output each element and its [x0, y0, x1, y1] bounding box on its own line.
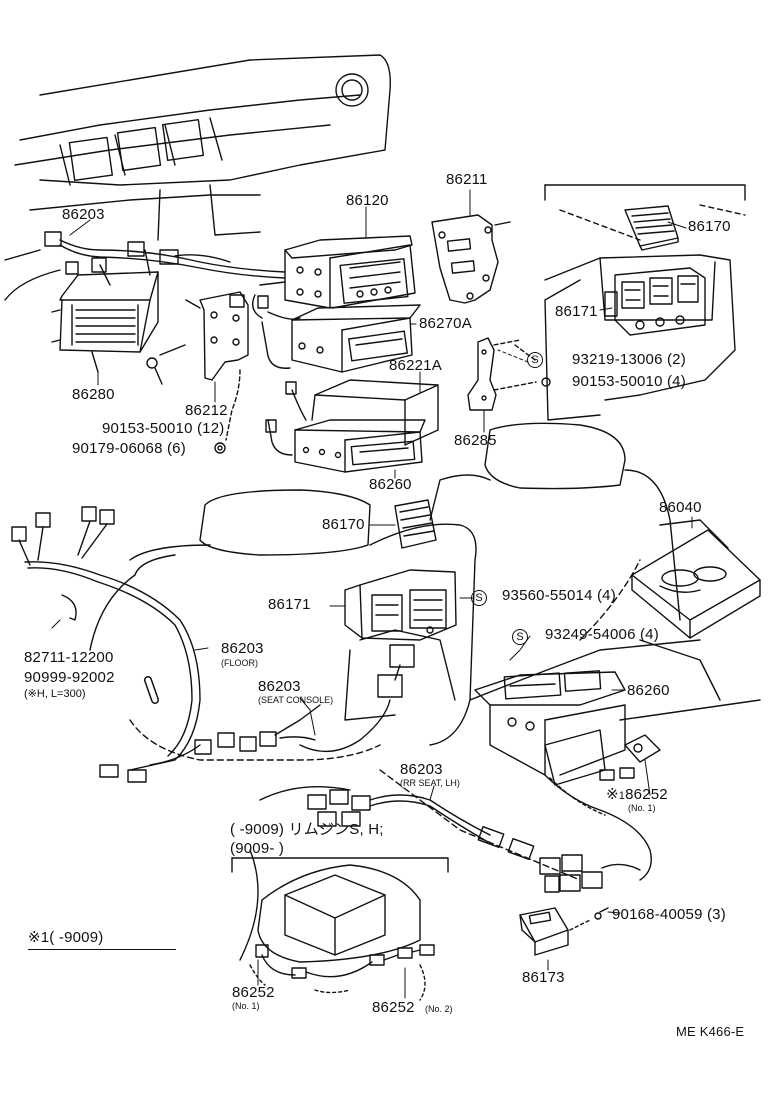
bracket-86285: [468, 338, 550, 410]
label-90999-92002: 90999-92002: [24, 669, 115, 686]
label-86221A: 86221A: [389, 357, 442, 374]
note-rr-seat: (RR SEAT, LH): [400, 778, 460, 788]
screw-90153-12: [147, 345, 185, 384]
s-symbol-93219: S: [527, 352, 543, 368]
vent-86170-top: [625, 206, 678, 250]
harness-86203-top: [45, 232, 285, 285]
cassette-86270A: [262, 305, 420, 372]
label-86203-floor: 86203: [221, 640, 264, 657]
label-93560-55014: 93560-55014 (4): [502, 587, 616, 604]
label-86173: 86173: [522, 969, 565, 986]
harness-86203-console: [195, 705, 320, 754]
note-h-length: (※H, L=300): [24, 688, 86, 700]
label-86212: 86212: [185, 402, 228, 419]
label-90153-50010-4: 90153-50010 (4): [572, 373, 686, 390]
seat-outline: [90, 423, 760, 960]
label-86170-top: 86170: [688, 218, 731, 235]
label-86252-no1-bottom: 86252: [232, 984, 275, 1001]
s-symbol-93249: S: [512, 629, 528, 645]
label-86203-console: 86203: [258, 678, 301, 695]
control-panel-86171-mid: [300, 570, 456, 751]
note-no1-bottom: (No. 1): [232, 1001, 260, 1011]
label-86260-lower: 86260: [627, 682, 670, 699]
label-86252-right: ※186252: [606, 785, 668, 803]
changer-86260-lower: [475, 671, 651, 880]
deck-86260-top: [266, 382, 425, 472]
control-panel-86171-top: [605, 268, 705, 335]
range-line-2: (9009- ): [230, 840, 285, 857]
label-90179-06068: 90179-06068 (6): [72, 440, 186, 457]
label-82711-12200: 82711-12200: [24, 649, 114, 666]
tray-86221A: [312, 380, 438, 445]
amplifier-86280: [52, 272, 158, 372]
harness-86203-floor: [12, 507, 200, 782]
nut-90179: [215, 443, 225, 453]
antenna-86252-right: [600, 735, 660, 780]
radio-86120: [253, 236, 415, 318]
label-90168-40059: 90168-40059 (3): [612, 906, 726, 923]
label-86260-top: 86260: [369, 476, 412, 493]
label-86252-no2-bottom: 86252: [372, 999, 415, 1016]
label-90153-50010-12: 90153-50010 (12): [102, 420, 225, 437]
label-86280: 86280: [72, 386, 115, 403]
label-86203-rrseat: 86203: [400, 761, 443, 778]
label-93219-13006: 93219-13006 (2): [572, 351, 686, 368]
diagram-code: ME K466-E: [676, 1024, 745, 1039]
label-86170-mid: 86170: [322, 516, 365, 533]
label-86252-right-number: 86252: [625, 786, 668, 803]
bracket-86212: [186, 292, 248, 440]
note-no1-right: (No. 1): [628, 803, 656, 813]
vent-86170-mid: [395, 500, 436, 548]
box-86040: [632, 520, 760, 638]
label-86270A: 86270A: [419, 315, 472, 332]
label-86171-top: 86171: [555, 303, 598, 320]
footnote-underline: [28, 949, 176, 950]
dashboard-outline: [5, 55, 390, 300]
star-mark: ※: [606, 785, 619, 803]
label-86040: 86040: [659, 499, 702, 516]
bracket-86211: [432, 215, 510, 303]
inset-variant-box: [232, 858, 448, 1000]
label-86203-top: 86203: [62, 206, 105, 223]
range-line-1: ( -9009) リムジンS, H;: [230, 821, 384, 838]
console-outline-top-right: [545, 185, 745, 420]
note-no2-bottom: (No. 2): [425, 1004, 453, 1014]
label-86120: 86120: [346, 192, 389, 209]
s-symbol-93560: S: [471, 590, 487, 606]
label-86285: 86285: [454, 432, 497, 449]
note-floor: (FLOOR): [221, 658, 258, 668]
label-86171-mid: 86171: [268, 596, 311, 613]
note-seat-console: (SEAT CONSOLE): [258, 695, 334, 705]
connector-cluster-right: [540, 855, 640, 892]
label-86211: 86211: [446, 171, 488, 188]
footnote: ※1( -9009): [28, 929, 104, 946]
switch-86173: [520, 908, 608, 955]
label-93249-54006: 93249-54006 (4): [545, 626, 659, 643]
leader-lines: [52, 190, 692, 998]
